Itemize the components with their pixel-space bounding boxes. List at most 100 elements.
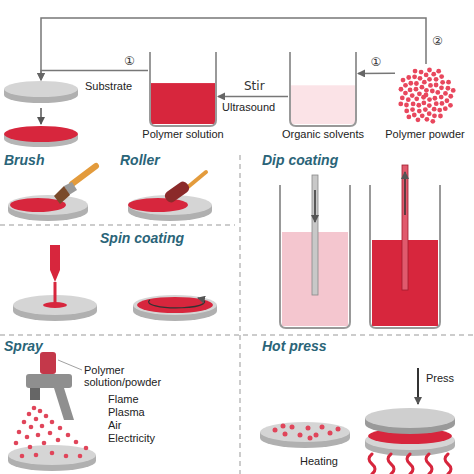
- leader-line: [58, 360, 82, 370]
- powder-particle: [424, 73, 429, 78]
- particle: [50, 420, 55, 425]
- powder-particle: [427, 68, 432, 73]
- panel-title: Hot press: [262, 340, 327, 352]
- brush-handle: [72, 166, 96, 184]
- particle: [84, 446, 89, 451]
- powder-particle: [437, 108, 442, 113]
- polymer-coating: [128, 198, 188, 212]
- powder-particle: [434, 83, 439, 88]
- powder-particle: [446, 86, 451, 91]
- powder-particle: [421, 101, 426, 106]
- particle: [20, 454, 25, 459]
- particle: [44, 414, 49, 419]
- powder-particle: [421, 95, 426, 100]
- panel-divider: [0, 335, 474, 336]
- powder-particle: [443, 91, 448, 96]
- spray-nozzle: [30, 388, 40, 400]
- powder-particle: [414, 87, 419, 92]
- flow-arrow: [358, 73, 395, 75]
- powder-particle: [427, 77, 432, 82]
- node-shape: [395, 64, 457, 126]
- powder-particle: [438, 114, 443, 119]
- powder-particle: [446, 80, 451, 85]
- panel-title: Spray: [4, 340, 43, 352]
- heating-flames: [369, 454, 451, 474]
- brush-bristles: [54, 186, 70, 204]
- powder-particle: [414, 96, 419, 101]
- powder-particle: [399, 87, 404, 92]
- material-node: Polymer solution: [148, 52, 218, 126]
- powder-particle: [432, 107, 437, 112]
- flow-arrow: [41, 18, 426, 80]
- particle: [14, 441, 19, 446]
- node-shape: [3, 80, 79, 106]
- annotation: Electricity: [108, 432, 155, 444]
- panel-title: Roller: [120, 154, 160, 166]
- annotation: Press: [426, 372, 454, 384]
- annotation: Plasma: [108, 406, 145, 418]
- panel-divider: [0, 225, 235, 226]
- edge-label: ②: [432, 34, 443, 48]
- powder-particle: [398, 102, 403, 107]
- material-node: Polymer powder: [395, 64, 457, 126]
- powder-particle: [439, 74, 444, 79]
- particle: [298, 433, 303, 438]
- substrate: [260, 422, 350, 442]
- node-label: Organic solvents: [274, 128, 372, 141]
- particle: [74, 440, 79, 445]
- powder-particle: [424, 88, 429, 93]
- edge-label: ①: [371, 55, 382, 69]
- particle: [25, 435, 30, 440]
- beaker-outline: [150, 52, 216, 126]
- roller: [163, 180, 191, 205]
- powder-particle: [430, 89, 435, 94]
- particle: [36, 433, 41, 438]
- particle: [273, 428, 278, 433]
- powder-particle: [404, 103, 409, 108]
- dip-arrow: [314, 190, 316, 222]
- particle: [78, 454, 83, 459]
- press-arrow: [417, 368, 419, 404]
- powder-particle: [410, 93, 415, 98]
- powder-particle: [427, 103, 432, 108]
- press-plate: [365, 408, 455, 428]
- withdraw-arrow: [404, 172, 406, 215]
- particle: [17, 430, 22, 435]
- powder-particle: [448, 94, 453, 99]
- coated-substrate: [4, 126, 78, 142]
- spray-gun-body: [26, 374, 72, 388]
- powder-particle: [416, 103, 421, 108]
- node-shape: [288, 52, 358, 126]
- powder-particle: [420, 113, 425, 118]
- beaker-liquid: [291, 85, 355, 124]
- node-shape: [148, 52, 218, 126]
- powder-particle: [406, 75, 411, 80]
- polymer-coating: [137, 297, 213, 313]
- particle: [320, 425, 325, 430]
- particle: [29, 425, 34, 430]
- substrate-slide: [312, 175, 318, 295]
- powder-particle: [436, 69, 441, 74]
- powder-particle: [445, 98, 450, 103]
- substrate: [8, 195, 88, 215]
- polymer-drop: [43, 302, 67, 308]
- flame: [407, 454, 413, 474]
- particle: [48, 431, 53, 436]
- particle: [336, 427, 341, 432]
- particle: [328, 431, 333, 436]
- powder-particle: [406, 97, 411, 102]
- flame: [445, 454, 451, 474]
- powder-particle: [448, 103, 453, 108]
- particle: [64, 454, 69, 459]
- beaker-liquid: [151, 83, 215, 124]
- pipette-tip: [50, 270, 60, 282]
- substrate: [133, 295, 217, 315]
- powder-particle: [434, 77, 439, 82]
- particle: [290, 425, 295, 430]
- particle: [32, 406, 37, 411]
- powder-particle: [412, 74, 417, 79]
- particle: [56, 438, 61, 443]
- powder-particle: [439, 85, 444, 90]
- flame: [388, 454, 394, 474]
- substrate: [8, 445, 96, 465]
